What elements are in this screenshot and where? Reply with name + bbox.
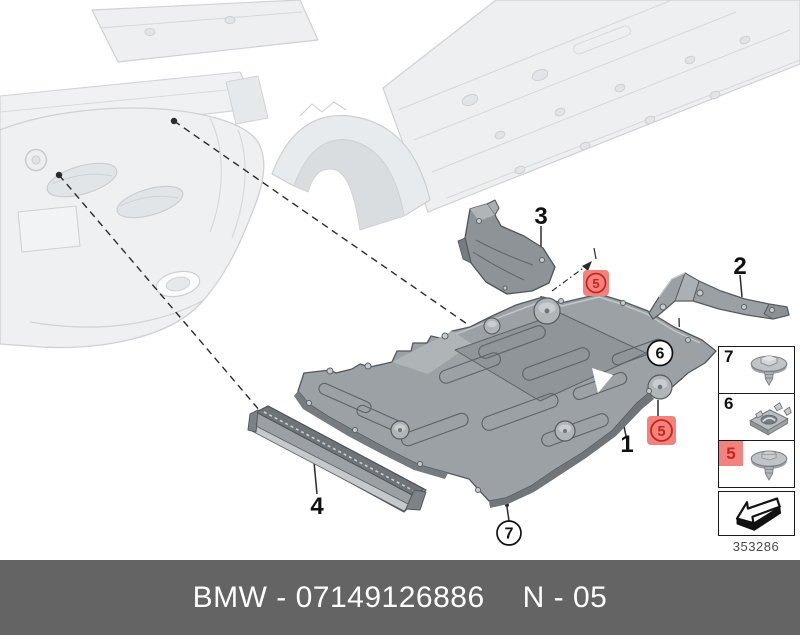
panel-dome xyxy=(554,420,576,442)
panel-dome xyxy=(390,420,410,440)
clip-nut-icon xyxy=(749,402,792,436)
push-rivet-icon xyxy=(750,354,788,387)
callout-3[interactable]: 3 xyxy=(534,203,547,230)
diagram-number: 353286 xyxy=(732,539,780,554)
callout-4[interactable]: 4 xyxy=(310,493,324,520)
legend-number-7: 7 xyxy=(724,347,734,366)
legend-number-5: 5 xyxy=(719,441,743,466)
legend-row-5-highlighted[interactable]: 5 xyxy=(719,440,794,487)
svg-text:5: 5 xyxy=(657,424,665,440)
diagram-canvas: 1 2 3 4 6 7 5 5 xyxy=(0,0,800,546)
callout-6-circled[interactable]: 6 xyxy=(646,339,674,367)
part-3-deflector-duct[interactable] xyxy=(457,199,556,295)
footer-sheet-code: N - 05 xyxy=(522,580,608,614)
direction-arrow-cell xyxy=(718,491,795,536)
svg-text:7: 7 xyxy=(505,526,514,543)
svg-text:6: 6 xyxy=(656,346,665,363)
callout-1[interactable]: 1 xyxy=(620,431,633,458)
panel-dome xyxy=(647,374,673,400)
fastener-legend: 7 6 5 xyxy=(718,346,795,536)
push-rivet-icon xyxy=(750,450,788,481)
svg-text:5: 5 xyxy=(592,276,599,291)
legend-row-7[interactable]: 7 xyxy=(719,347,794,393)
part-1-underbody-shield[interactable] xyxy=(294,293,717,508)
callout-5-badge-right[interactable]: 5 xyxy=(647,416,676,445)
panel-dome xyxy=(483,317,501,335)
footer-part-number: BMW - 07149126886 xyxy=(192,580,485,614)
direction-arrow-icon xyxy=(735,496,781,531)
car-overview-art xyxy=(0,0,800,349)
footer-bar: BMW - 07149126886 N - 05 xyxy=(0,560,800,635)
legend-number-6: 6 xyxy=(724,394,734,413)
panel-dome xyxy=(533,297,561,325)
part-4-deflector-strip[interactable] xyxy=(247,405,427,513)
callout-2[interactable]: 2 xyxy=(733,253,746,280)
part-2-support-bracket[interactable] xyxy=(648,272,790,320)
callout-7-circled[interactable]: 7 xyxy=(496,520,522,546)
callout-5-badge-top[interactable]: 5 xyxy=(583,270,609,296)
legend-row-6[interactable]: 6 xyxy=(719,393,794,440)
